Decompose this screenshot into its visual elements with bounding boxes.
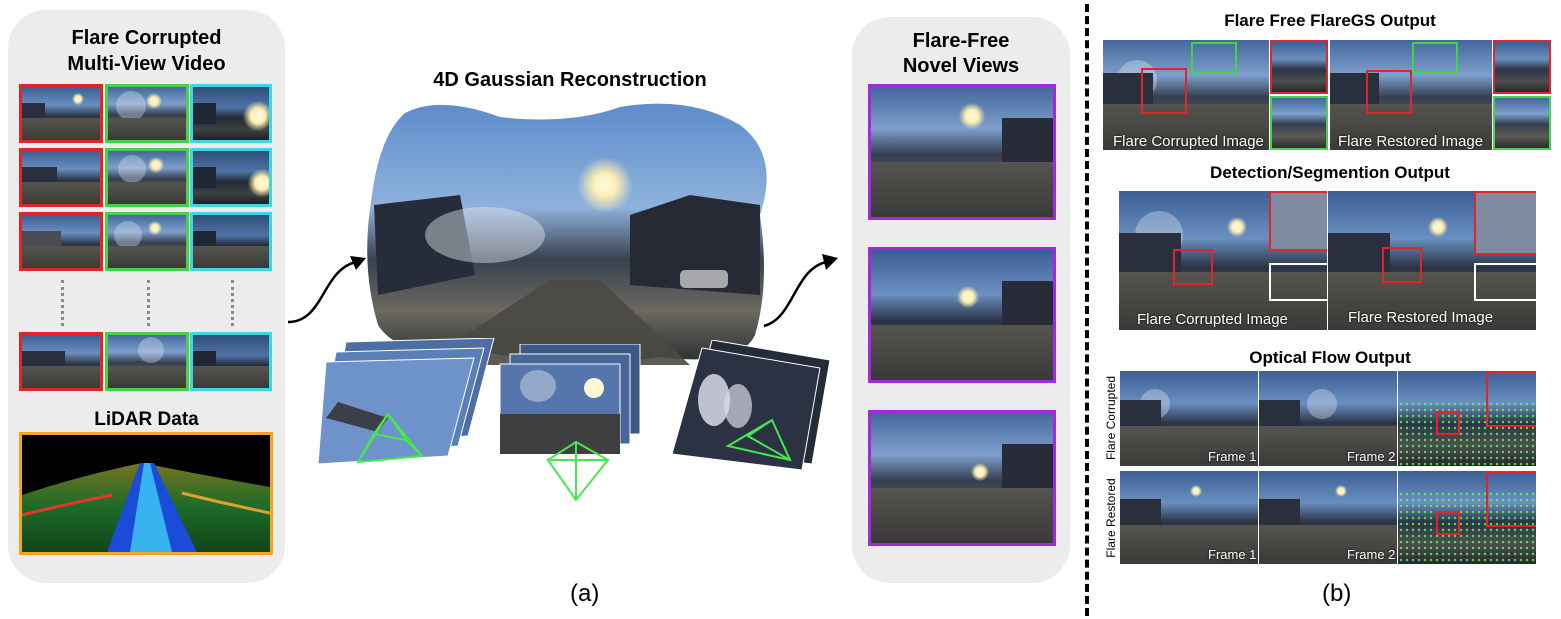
input-frame-red-3: [19, 212, 103, 271]
input-panel-title-line2: Multi-View Video: [67, 53, 226, 75]
flow-restored-frame2: Frame 2: [1259, 471, 1397, 564]
input-frame-cyan-4: [190, 332, 272, 391]
detection-restored-label: Flare Restored Image: [1348, 309, 1494, 326]
novel-view-2: [868, 247, 1056, 383]
detection-output-title: Detection/Segmention Output: [1210, 163, 1450, 182]
input-frame-green-1: [105, 84, 189, 143]
input-frame-green-4: [105, 332, 189, 391]
input-frame-green-3: [105, 212, 189, 271]
gaussian-reconstruction-blob: [367, 103, 767, 365]
detection-corrupted-label: Flare Corrupted Image: [1137, 311, 1288, 328]
flow-restored-frame1: Frame 1: [1120, 471, 1258, 564]
flow-corrupted-vectors: [1398, 371, 1536, 466]
novel-views-title-line1: Flare-Free: [912, 30, 1010, 52]
caption-a: (a): [570, 580, 600, 607]
lidar-pointcloud-image: [19, 432, 273, 555]
input-frame-red-4: [19, 332, 103, 391]
section-divider: [1085, 4, 1089, 616]
input-panel-title-line1: Flare Corrupted: [71, 27, 222, 49]
camera-stack-left: [318, 338, 495, 465]
arrow-input-to-reconstruction: [287, 256, 366, 324]
input-frame-cyan-3: [190, 212, 272, 271]
novel-views-title-line2: Novel Views: [902, 55, 1020, 77]
flow-corrupted-frame2-label: Frame 2: [1347, 449, 1396, 464]
novel-view-1: [868, 84, 1056, 220]
flow-restored-frame1-label: Frame 1: [1208, 547, 1257, 562]
flaregs-restored-zoom-green: [1493, 96, 1551, 150]
input-frame-cyan-1: [190, 84, 272, 143]
flow-corrupted-frame2: Frame 2: [1259, 371, 1397, 466]
flaregs-corrupted-label: Flare Corrupted Image: [1113, 133, 1264, 150]
reconstruction-title: 4D Gaussian Reconstruction: [433, 69, 707, 91]
camera-stack-center: [499, 344, 641, 502]
input-frame-red-1: [19, 84, 103, 143]
flow-corrupted-frame1: Frame 1: [1120, 371, 1258, 466]
flaregs-corrupted-image: Flare Corrupted Image: [1103, 40, 1269, 150]
flow-corrupted-frame1-label: Frame 1: [1208, 449, 1257, 464]
input-frame-green-2: [105, 148, 189, 207]
continuation-dots-1: [61, 280, 64, 326]
continuation-dots-2: [147, 280, 150, 326]
lidar-title: LiDAR Data: [94, 409, 199, 430]
input-frame-red-2: [19, 148, 103, 207]
detection-restored-image: Flare Restored Image: [1328, 191, 1536, 330]
flaregs-corrupted-zoom-green: [1270, 96, 1328, 150]
flow-restored-frame2-label: Frame 2: [1347, 547, 1396, 562]
flaregs-corrupted-zoom-red: [1270, 40, 1328, 94]
caption-b: (b): [1322, 580, 1352, 607]
continuation-dots-3: [231, 280, 234, 326]
flaregs-restored-image: Flare Restored Image: [1330, 40, 1492, 150]
flow-restored-vectors: [1398, 471, 1536, 564]
flow-row1-label: Flare Corrupted: [1104, 375, 1118, 461]
flow-row2-label: Flare Restored: [1104, 478, 1118, 558]
flaregs-output-title: Flare Free FlareGS Output: [1224, 11, 1436, 30]
arrow-reconstruction-to-novel-views: [763, 254, 838, 328]
input-frame-cyan-2: [190, 148, 272, 207]
optical-flow-output-title: Optical Flow Output: [1249, 348, 1411, 367]
novel-view-3: [868, 410, 1056, 546]
detection-corrupted-image: Flare Corrupted Image: [1119, 191, 1327, 330]
camera-stack-right: [672, 340, 831, 470]
flaregs-restored-label: Flare Restored Image: [1338, 133, 1484, 150]
flaregs-restored-zoom-red: [1493, 40, 1551, 94]
